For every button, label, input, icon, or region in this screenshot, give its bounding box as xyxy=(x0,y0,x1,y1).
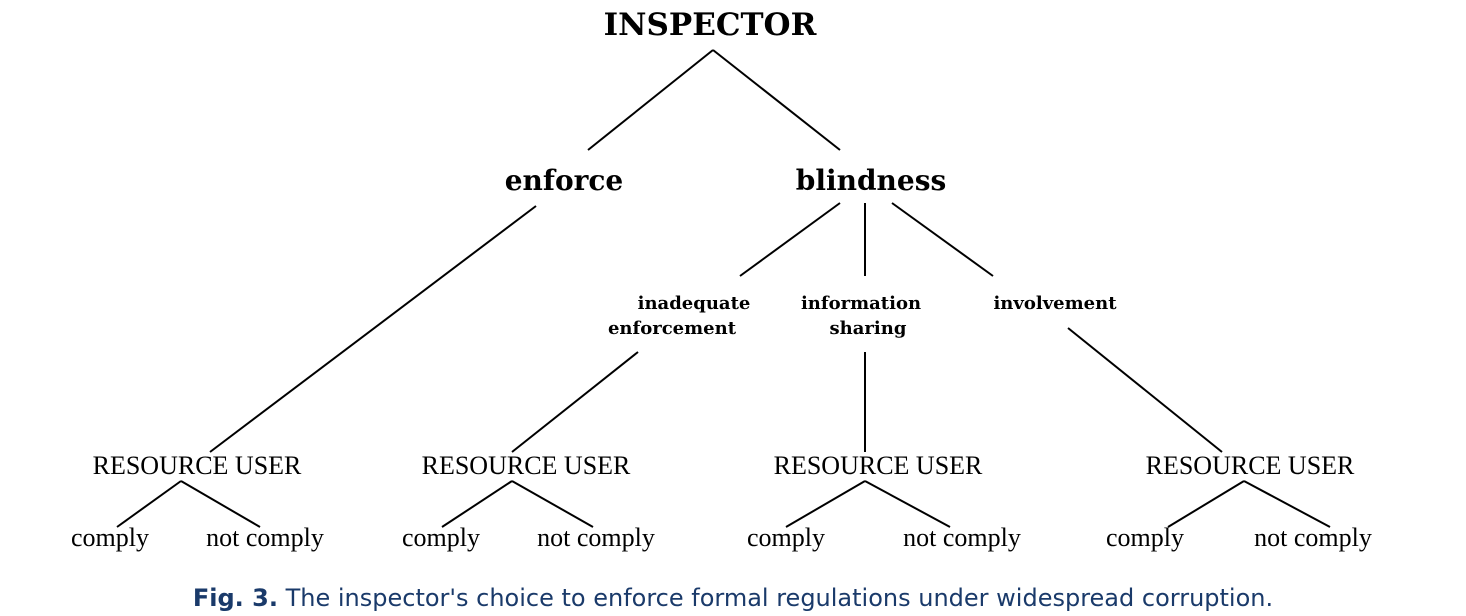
edge-inspector-blindness xyxy=(712,49,841,151)
node-blindness: blindness xyxy=(796,164,947,197)
node-inspector: INSPECTOR xyxy=(604,7,817,43)
node-inadequate-enforcement-line-2: enforcement xyxy=(608,318,737,339)
leaf-user-1-comply: comply xyxy=(71,523,149,552)
figure-label: Fig. 3. xyxy=(192,584,278,612)
edge-blindness-inadequate xyxy=(739,202,841,277)
node-involvement: involvement xyxy=(993,293,1117,314)
edge-inspector-enforce xyxy=(587,49,714,151)
edge-user-3-not-comply xyxy=(864,480,951,528)
figure-caption: Fig. 3. The inspector's choice to enforc… xyxy=(0,584,1466,612)
edge-user-4-comply xyxy=(1167,480,1245,528)
edge-inadequate-user-2 xyxy=(511,351,639,453)
node-enforce: enforce xyxy=(505,164,624,197)
leaf-user-1-not-comply: not comply xyxy=(206,523,324,552)
figure-caption-text: The inspector's choice to enforce formal… xyxy=(285,584,1274,612)
edge-user-1-comply xyxy=(116,480,182,528)
leaf-user-4-comply: comply xyxy=(1106,523,1184,552)
node-resource-user-4: RESOURCE USER xyxy=(1146,451,1355,480)
edge-user-1-not-comply xyxy=(180,480,261,528)
edge-enforce-user-1 xyxy=(209,205,537,453)
node-resource-user-1: RESOURCE USER xyxy=(93,451,302,480)
node-inadequate-enforcement-line-1: inadequate xyxy=(638,293,751,314)
edge-user-2-comply xyxy=(441,480,513,528)
node-resource-user-3: RESOURCE USER xyxy=(774,451,983,480)
edge-involvement-user-4 xyxy=(1067,327,1223,453)
edge-user-2-not-comply xyxy=(511,480,594,528)
node-resource-user-2: RESOURCE USER xyxy=(422,451,631,480)
leaf-user-4-not-comply: not comply xyxy=(1254,523,1372,552)
node-information-sharing-line-1: information xyxy=(801,293,921,314)
leaf-user-3-comply: comply xyxy=(747,523,825,552)
leaf-user-2-not-comply: not comply xyxy=(537,523,655,552)
leaf-user-2-comply: comply xyxy=(402,523,480,552)
edge-blindness-involvement xyxy=(891,202,994,277)
edge-user-3-comply xyxy=(785,480,866,528)
leaf-user-3-not-comply: not comply xyxy=(903,523,1021,552)
node-information-sharing-line-2: sharing xyxy=(830,318,907,339)
edge-user-4-not-comply xyxy=(1243,480,1331,528)
